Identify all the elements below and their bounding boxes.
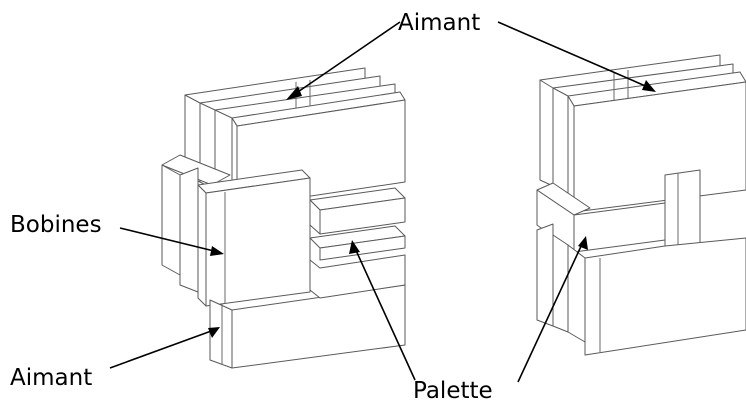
label-pallet: Palette	[413, 378, 493, 404]
label-top-magnet: Aimant	[398, 10, 480, 36]
right-assembly	[536, 54, 746, 356]
arrow-top-magnet-left	[291, 21, 401, 97]
arrow-top-magnet-right	[497, 21, 651, 89]
callout-arrows	[109, 21, 656, 383]
arrow-pallet-right	[517, 241, 584, 383]
left-coils	[161, 154, 311, 307]
arrow-bottom-magnet	[109, 329, 215, 369]
left-pallet	[309, 187, 406, 261]
arrow-pallet-left	[353, 245, 416, 381]
label-bottom-magnet: Aimant	[10, 365, 92, 391]
left-bottom-pole-block	[209, 254, 406, 369]
label-coils: Bobines	[10, 212, 102, 238]
right-bottom-pole-block	[536, 223, 746, 356]
right-pallet	[536, 182, 666, 253]
arrow-coils	[119, 227, 219, 253]
left-assembly	[161, 67, 406, 369]
